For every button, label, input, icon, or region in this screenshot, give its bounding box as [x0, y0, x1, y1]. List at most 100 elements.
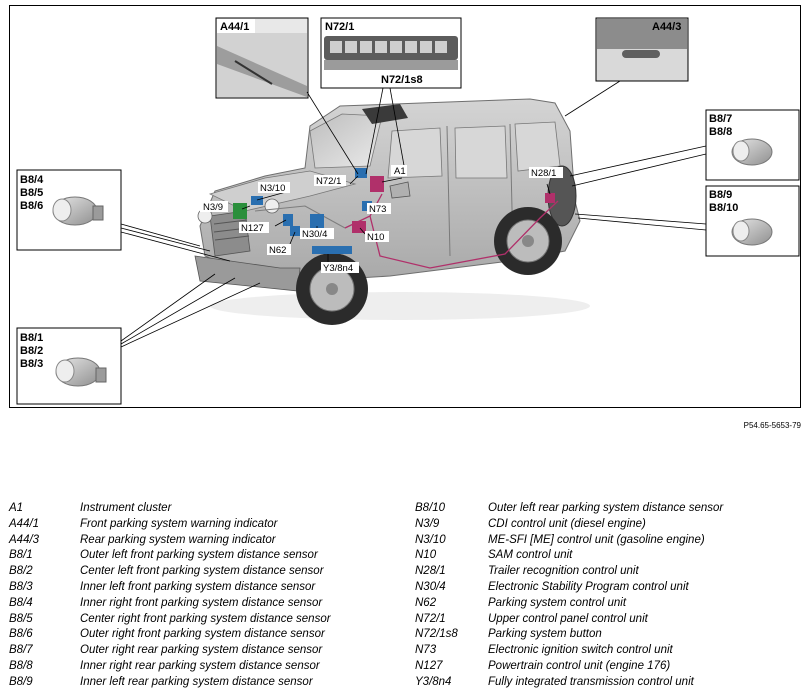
legend-description: SAM control unit: [488, 549, 573, 562]
callout-n30-4: N30/4: [302, 229, 327, 240]
inset-photo-panel: [597, 19, 687, 49]
callout-bg: [300, 228, 334, 239]
control-unit-n72-1: [355, 168, 367, 178]
leader-line: [256, 191, 287, 201]
leader-line: [569, 145, 707, 177]
inset-label-n72-1s8: N72/1s8: [381, 74, 423, 86]
legend-code: B8/1: [9, 549, 33, 562]
leader-line: [274, 219, 287, 227]
leader-line: [381, 177, 403, 183]
inset-a44-1: A44/1: [215, 17, 309, 99]
legend-description: Trailer recognition control unit: [488, 565, 639, 578]
legend-description: CDI control unit (diesel engine): [488, 517, 646, 530]
leader-line: [574, 213, 707, 225]
inset-label-b8-10: B8/10: [709, 202, 738, 214]
legend-description: Parking system button: [488, 628, 602, 641]
distance-sensor-face: [52, 198, 72, 222]
legend-description: Front parking system warning indicator: [80, 517, 278, 530]
legend-code: B8/7: [9, 644, 33, 657]
legend-code: B8/9: [9, 675, 33, 688]
legend-item: B8/1 Outer left front parking system dist…: [9, 549, 399, 565]
legend-description: Center right front parking system distan…: [80, 612, 331, 625]
vehicle-diagram: A44/1 N72/1 N72/1s8 A44/3: [16, 17, 800, 405]
legend-description: Center left front parking system distanc…: [80, 565, 324, 578]
leader-line: [365, 87, 384, 175]
inset-label-b8-9: B8/9: [709, 189, 732, 201]
leader-line: [120, 227, 211, 252]
door-line: [446, 125, 451, 257]
panel-button-parking: [405, 41, 417, 53]
panel-button: [420, 41, 432, 53]
legend-item: B8/9 Inner left rear parking system dista…: [9, 676, 399, 692]
legend-description: Electronic Stability Program control uni…: [488, 580, 689, 593]
panel-button: [375, 41, 387, 53]
wiring-harness: [369, 200, 559, 269]
inset-label-n72-1: N72/1: [325, 21, 354, 33]
callout-bg: [200, 201, 228, 212]
leader-lines: [120, 80, 707, 348]
leader-line: [120, 223, 201, 247]
callout-bg: [321, 262, 359, 273]
leader-line: [120, 273, 216, 342]
callout-bg: [367, 203, 391, 214]
legend-description: Electronic ignition switch control unit: [488, 644, 673, 657]
control-unit-n30-4: [310, 214, 324, 228]
leader-line: [120, 277, 236, 345]
legend-description: Powertrain control unit (engine 176): [488, 659, 671, 672]
legend-description: Inner left rear parking system distance …: [80, 675, 313, 688]
inset-photo-light: [622, 50, 660, 58]
inset-n72-1: N72/1 N72/1s8: [320, 17, 462, 89]
control-unit-n3-10: [251, 196, 263, 205]
legend-item: B8/10 Outer left rear parking system dist…: [415, 502, 810, 518]
legend-code: A44/3: [9, 533, 40, 546]
legend-code: N62: [415, 596, 437, 609]
callout-n62: N62: [269, 245, 286, 256]
panel-button: [330, 41, 342, 53]
inset-label-a44-1: A44/1: [220, 21, 249, 33]
leader-line: [546, 183, 551, 195]
legend-item: N127 Powertrain control unit (engine 176): [415, 660, 810, 676]
legend-code: A44/1: [9, 517, 40, 530]
leader-line: [571, 153, 707, 187]
inset-photo-detail: [234, 60, 273, 85]
control-unit-n127: [283, 214, 293, 226]
vehicle-illustration: [194, 98, 590, 325]
leader-line: [389, 87, 406, 172]
leader-line: [577, 217, 707, 231]
distance-sensor-face: [732, 220, 750, 242]
headlight: [264, 198, 280, 214]
callout-a1: A1: [394, 166, 406, 177]
legend-code: B8/10: [415, 502, 446, 514]
legend-code: N127: [415, 659, 443, 672]
panel-button: [435, 41, 447, 53]
callout-bg: [258, 182, 290, 193]
panel-button: [390, 41, 402, 53]
legend-description: Outer left rear parking system distance …: [488, 502, 724, 514]
legend-description: Outer left front parking system distance…: [80, 549, 318, 562]
inset-label-b8-6: B8/6: [20, 200, 43, 212]
inset-label-bg: [217, 19, 255, 33]
legend-code: Y3/8n4: [415, 675, 452, 688]
control-unit-n62: [290, 226, 300, 236]
inset-label-a44-3: A44/3: [652, 21, 681, 33]
leader-line: [564, 80, 621, 117]
rear-wheel-hub: [522, 235, 534, 247]
control-unit-y3-8n4: [312, 246, 352, 254]
callout-n72-1: N72/1: [316, 176, 341, 187]
legend-description: Fully integrated transmission control un…: [488, 675, 694, 688]
vehicle-rear-door-window: [454, 125, 508, 179]
legend-code: N72/1: [415, 612, 446, 625]
vehicle-sunroof: [362, 104, 408, 124]
diagram-frame: A44/1 N72/1 N72/1s8 A44/3: [9, 5, 801, 408]
